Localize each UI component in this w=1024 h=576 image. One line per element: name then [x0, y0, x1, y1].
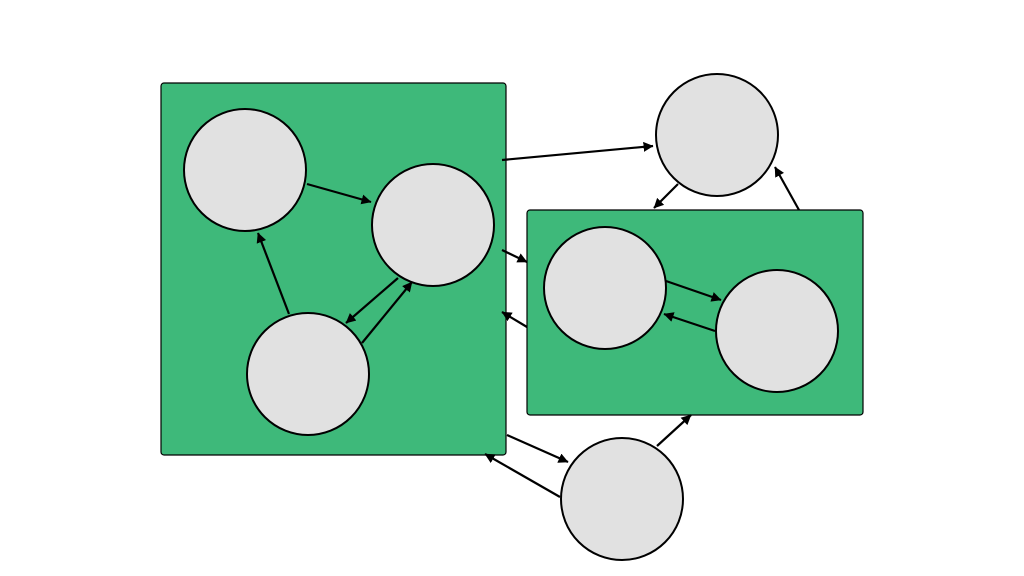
edge-node-c-to-node-a — [256, 232, 291, 315]
edge-node-f-to-group-right — [653, 183, 679, 209]
edge-group-left-to-group-right — [501, 249, 528, 263]
node-f — [655, 73, 779, 197]
node-c — [246, 312, 370, 436]
edge-group-right-to-node-f — [774, 166, 800, 211]
edge-node-d-to-node-e — [665, 279, 722, 302]
node-a — [183, 108, 307, 232]
node-d — [543, 226, 667, 350]
edge-group-right-to-group-left — [501, 311, 528, 328]
edge-node-e-to-node-d — [663, 312, 716, 333]
node-b — [371, 163, 495, 287]
edge-group-left-to-node-g — [506, 433, 569, 464]
edge-node-g-to-group-right — [656, 414, 692, 447]
edge-node-g-to-group-left — [484, 453, 561, 498]
edge-node-a-to-node-b — [306, 182, 372, 205]
edge-node-c-to-node-b — [361, 281, 413, 344]
node-g — [560, 437, 684, 561]
edge-node-b-to-node-c — [345, 277, 399, 324]
node-e — [715, 269, 839, 393]
edge-group-left-to-node-f — [501, 141, 654, 162]
